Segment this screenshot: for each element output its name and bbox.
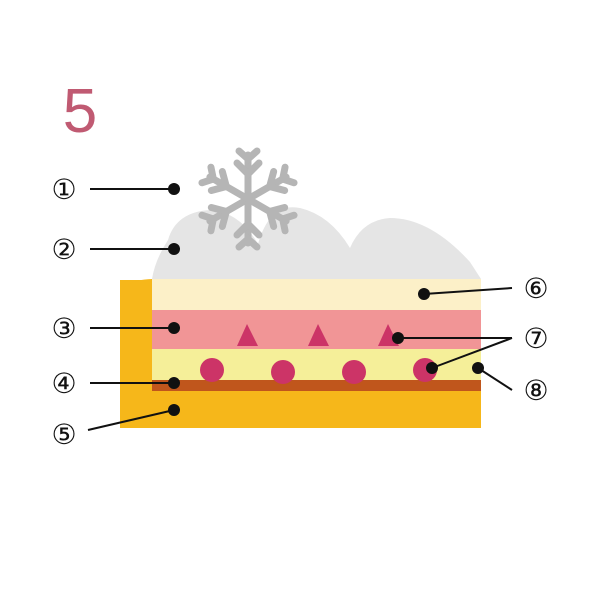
berry-circle (271, 360, 295, 384)
leader-line-6 (423, 287, 513, 295)
leader-dot-4 (168, 377, 180, 389)
leader-line-5 (87, 409, 175, 431)
leader-dot-7b (426, 362, 438, 374)
leader-line-7b (431, 337, 513, 369)
meringue-top (152, 207, 481, 279)
leader-dot-3 (168, 322, 180, 334)
callout-label-8: ⑧ (523, 374, 548, 407)
callout-label-2: ② (51, 233, 76, 266)
leader-dot-5 (168, 404, 180, 416)
jam-layer (152, 380, 481, 391)
page-number: 5 (63, 77, 97, 146)
callout-label-4: ④ (51, 367, 76, 400)
snowflake-icon (201, 147, 295, 247)
callout-label-6: ⑥ (523, 272, 548, 305)
leader-dot-1 (168, 183, 180, 195)
leader-dot-2 (168, 243, 180, 255)
berry-circle (200, 358, 224, 382)
leader-dot-7a (392, 332, 404, 344)
callout-label-1: ① (51, 173, 76, 206)
leader-dot-8 (472, 362, 484, 374)
crust-side-top (120, 279, 152, 300)
berry-circle (342, 360, 366, 384)
callout-label-5: ⑤ (51, 418, 76, 451)
callout-label-7: ⑦ (523, 322, 548, 355)
berry-triangle (308, 324, 329, 346)
cream-layer (152, 279, 481, 310)
berry-triangle (237, 324, 258, 346)
callout-label-3: ③ (51, 312, 76, 345)
leader-line-8 (477, 367, 513, 391)
leader-dot-6 (418, 288, 430, 300)
